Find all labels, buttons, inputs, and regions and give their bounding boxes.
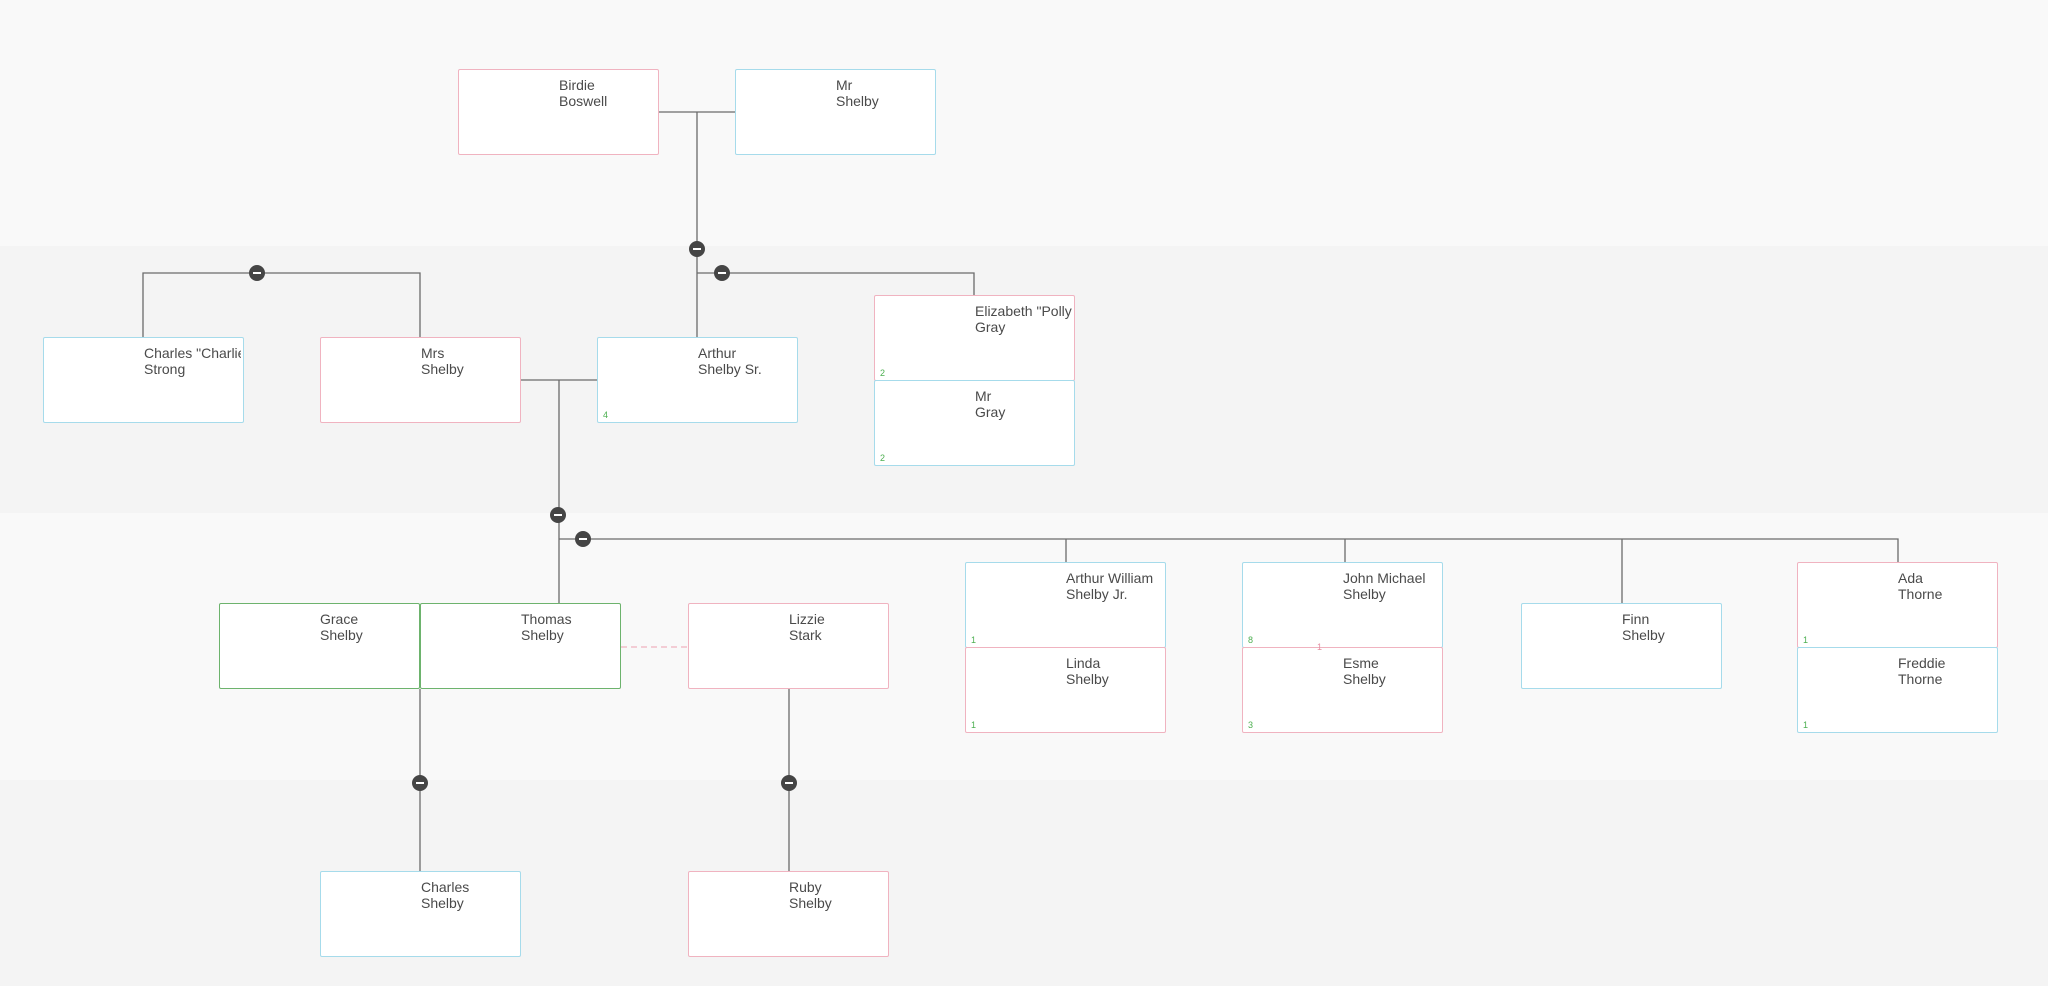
generation-band-1 <box>0 0 2048 246</box>
descendant-count-badge: 8 <box>1246 635 1256 645</box>
marriage-count-badge: 1 <box>1317 642 1323 652</box>
sibling-bar-gen2 <box>697 272 975 295</box>
couple-line-strong-mrs-shelby <box>142 272 421 339</box>
descendant-count-badge: 2 <box>878 453 888 463</box>
collapse-toggle-icon-arthur-sr-children[interactable] <box>550 507 566 523</box>
collapse-toggle-icon-gen2-siblings[interactable] <box>714 265 730 281</box>
descendant-count-badge: 1 <box>969 635 979 645</box>
sibling-bar-gen3 <box>559 538 1899 563</box>
descendant-count-badge: 4 <box>601 410 611 420</box>
collapse-toggle-icon-lizzie-children[interactable] <box>781 775 797 791</box>
collapse-toggle-icon-boswell-shelby-children[interactable] <box>689 241 705 257</box>
descendant-count-badge: 1 <box>969 720 979 730</box>
collapse-toggle-icon-strong-mrs-shelby[interactable] <box>249 265 265 281</box>
descendant-count-badge: 3 <box>1246 720 1256 730</box>
descendant-count-badge: 1 <box>1801 720 1811 730</box>
descendant-count-badge: 1 <box>1801 635 1811 645</box>
collapse-toggle-icon-gen3-siblings[interactable] <box>575 531 591 547</box>
descendant-count-badge: 2 <box>878 368 888 378</box>
collapse-toggle-icon-thomas-grace-children[interactable] <box>412 775 428 791</box>
